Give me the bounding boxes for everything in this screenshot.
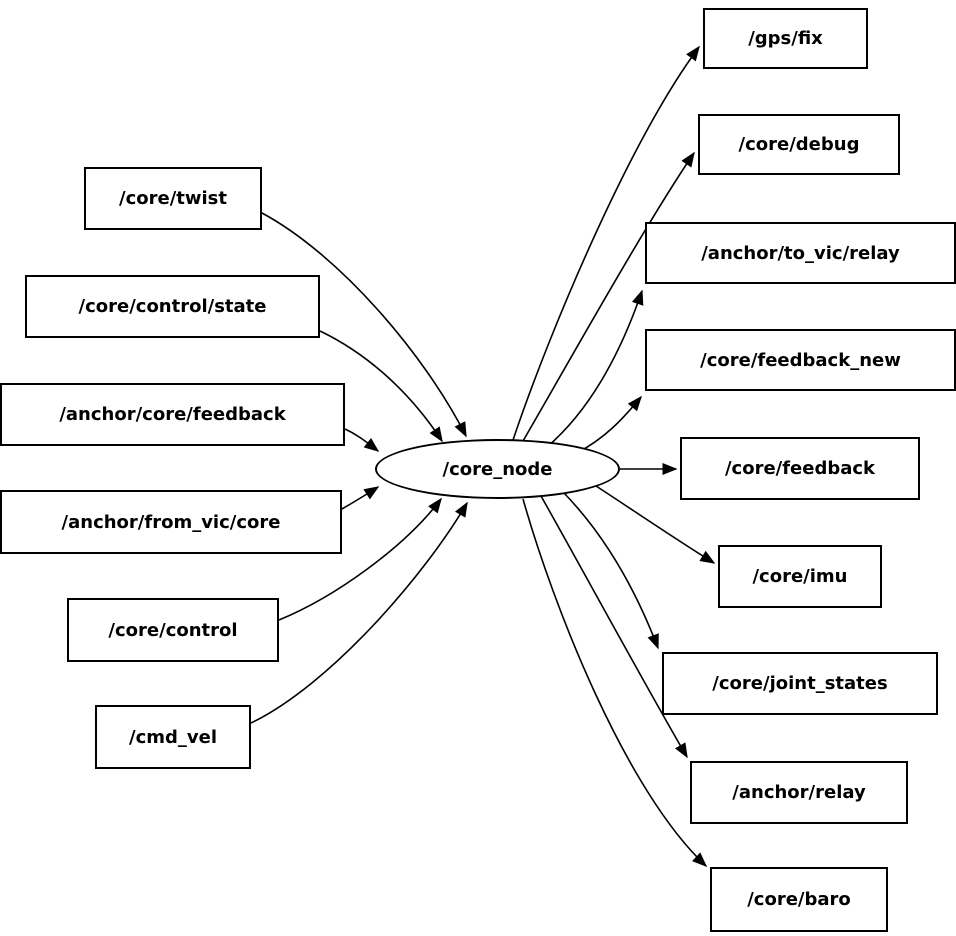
topic-node-anchor-to-vic-relay: /anchor/to_vic/relay	[645, 222, 956, 284]
topic-node-anchor-core-feedback: /anchor/core/feedback	[0, 383, 345, 446]
topic-node-core-imu: /core/imu	[718, 545, 882, 608]
edge-anchor-from-vic-core-to-core-node	[341, 486, 380, 510]
topic-node-core-joint-states: /core/joint_states	[662, 652, 938, 715]
topic-node-core-control-state: /core/control/state	[25, 275, 320, 338]
edge-core-twist-to-core-node	[261, 212, 467, 438]
topic-node-cmd-vel: /cmd_vel	[95, 705, 251, 769]
topic-node-core-feedback-new: /core/feedback_new	[645, 329, 956, 391]
edge-core-node-to-core-baro	[522, 498, 708, 868]
edge-core-node-to-core-debug	[522, 151, 695, 442]
edge-cmd-vel-to-core-node	[250, 501, 468, 724]
edge-core-node-to-core-feedback-new	[576, 395, 642, 454]
edge-core-node-to-core-joint-states	[562, 491, 659, 650]
edge-core-node-to-core-imu	[592, 483, 716, 564]
topic-node-core-debug: /core/debug	[698, 114, 900, 175]
edge-anchor-core-feedback-to-core-node	[344, 428, 380, 452]
edge-core-node-to-gps-fix	[512, 45, 700, 441]
node-core-node: /core_node	[375, 439, 620, 499]
topic-node-core-twist: /core/twist	[84, 167, 262, 230]
topic-node-anchor-from-vic-core: /anchor/from_vic/core	[0, 490, 342, 554]
edge-core-control-to-core-node	[278, 497, 442, 621]
topic-node-core-feedback: /core/feedback	[680, 437, 920, 500]
topic-node-core-baro: /core/baro	[710, 867, 888, 932]
edge-core-node-to-anchor-to-vic-relay	[546, 289, 644, 448]
topic-node-anchor-relay: /anchor/relay	[690, 761, 908, 824]
edge-core-control-state-to-core-node	[319, 330, 443, 443]
edge-core-node-to-anchor-relay	[540, 495, 688, 759]
topic-node-gps-fix: /gps/fix	[703, 8, 868, 69]
topic-node-core-control: /core/control	[67, 598, 279, 662]
